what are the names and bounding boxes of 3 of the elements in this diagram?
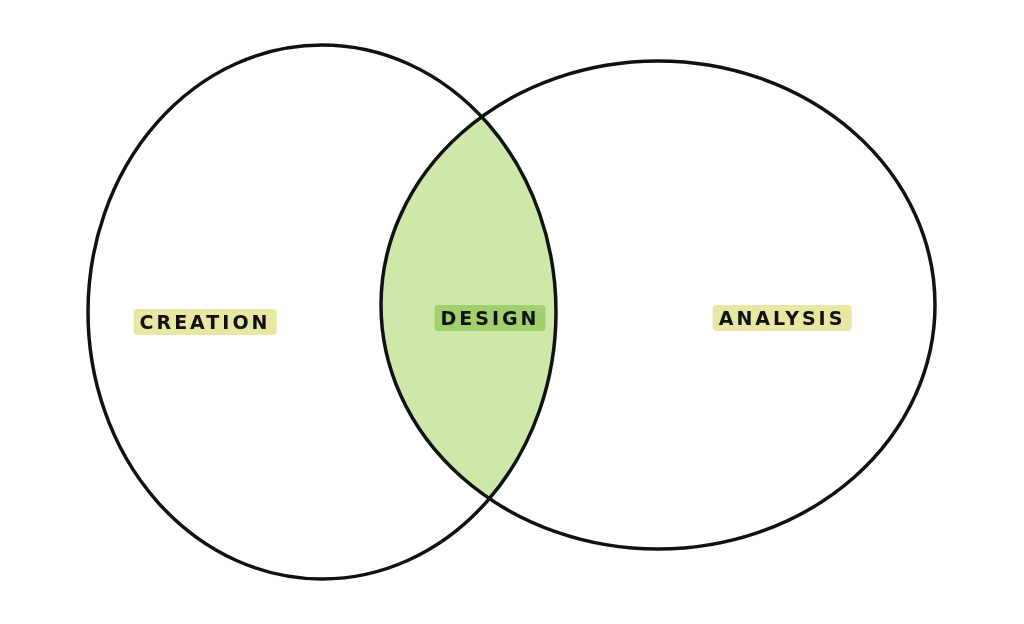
region-label: CREATION xyxy=(133,309,277,335)
region-label: DESIGN xyxy=(434,305,546,331)
region-label: ANALYSIS xyxy=(712,305,852,331)
